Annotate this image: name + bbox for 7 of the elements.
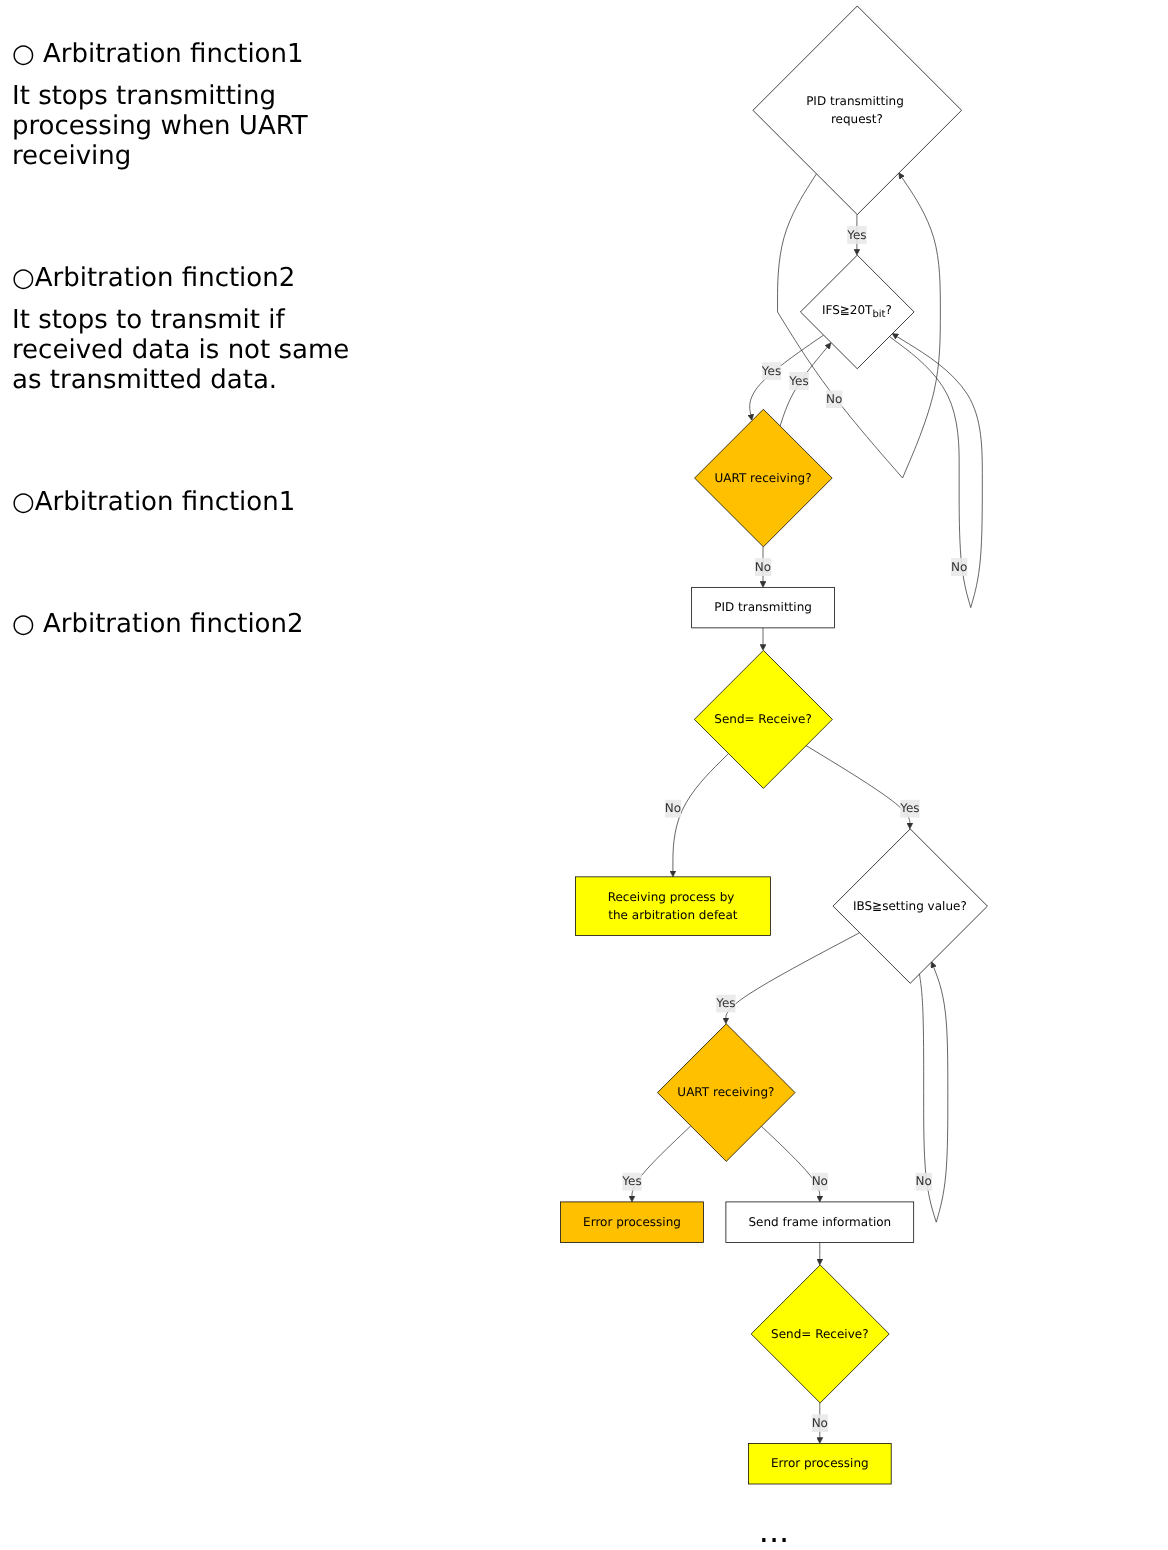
annotation-heading: ○ Arbitration finction2: [12, 610, 306, 640]
annotation-heading: ○ Arbitration finction1: [12, 40, 306, 70]
annotation-note: It stops to transmit if received data is not same as transmitted data.: [12, 306, 352, 396]
annotation-heading: ○Arbitration finction2: [12, 264, 298, 294]
annotation-note: It stops transmitting processing when UART receiving: [12, 82, 310, 172]
continuation-dots: ...: [758, 1512, 790, 1550]
annotation-heading: ○Arbitration finction1: [12, 488, 298, 518]
